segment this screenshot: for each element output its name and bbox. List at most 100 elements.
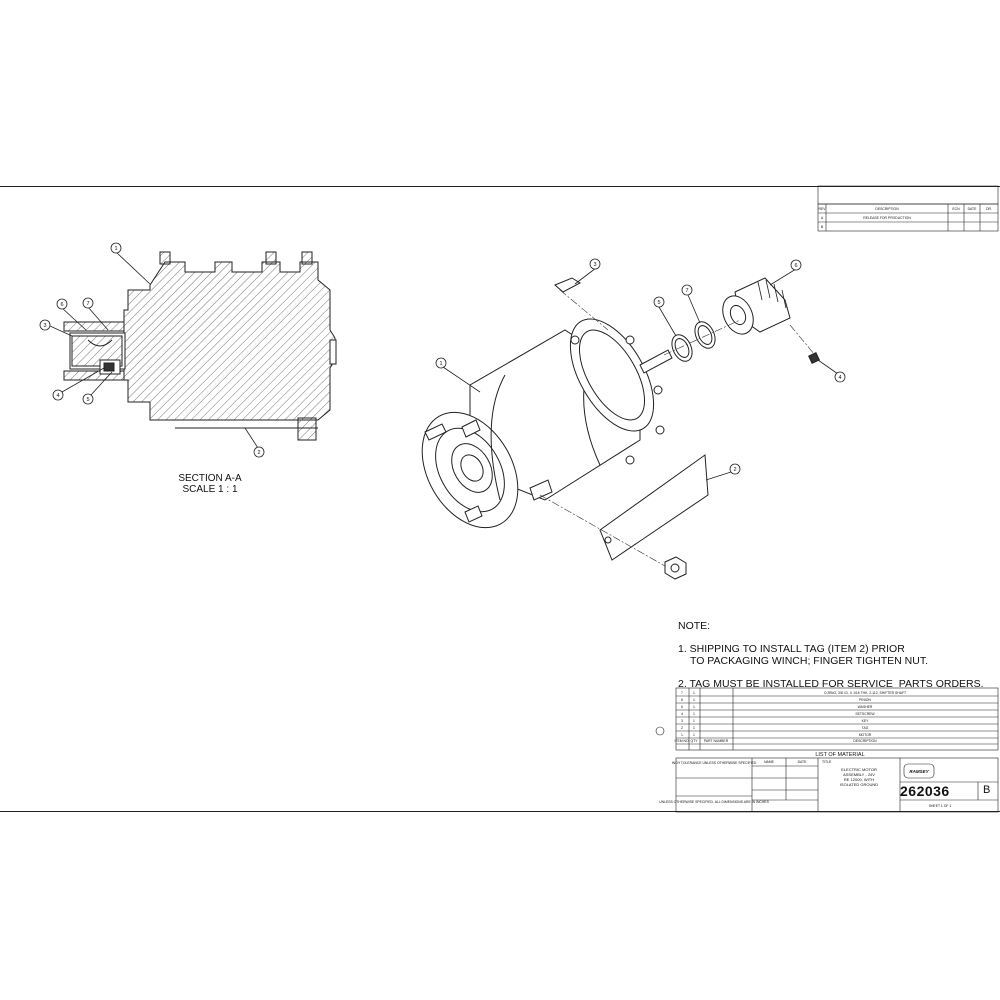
section-view [63,251,337,441]
tag-part [599,454,709,561]
balloon-sec-1 [110,242,122,254]
section-title: SECTION A-A [178,473,242,484]
bom-header-desc: DESCRIPTION [853,739,877,743]
drawing-sheet-frame [0,186,1000,812]
balloon-sec-7-label: 7 [86,301,89,307]
bom-table [675,687,999,751]
section-marker-icon [655,726,665,736]
section-caption: SECTION A-A SCALE 1 : 1 [160,473,260,495]
balloon-exp-3 [589,258,601,270]
stud-top-3 [301,251,313,265]
bom-row-7-item: 7 [681,691,683,695]
balloon-exp-7-label: 7 [685,288,688,294]
balloon-exp-5-label: 5 [657,300,660,306]
bom-row-3-item: 3 [681,719,683,723]
logo-text: RAMSEY [909,769,929,774]
balloon-exp-5 [653,296,665,308]
bom-row-4-desc: SETSCREW [855,712,875,716]
bom-header-part: PART NUMBER [704,739,729,743]
exploded-view [421,277,820,580]
rev-row-b-letter: B [821,225,824,229]
sheet-text: SHEET 1 OF 1 [929,804,952,808]
stud-top-1 [159,251,171,265]
balloon-sec-3 [39,319,51,331]
name-header: NAME [764,760,775,764]
title-line-2: ASSEMBLY - 24V [843,772,875,777]
dimensions-note: UNLESS OTHERWISE SPECIFIED, ALL DIMENSIO… [659,800,769,804]
bom-row-5-qty: 1 [693,705,695,709]
title-block [675,757,999,813]
bom-row-7-desc: O-RING, 3/8 I.D. X 1/16 THK, 2-112, SHIF… [824,691,906,695]
bom-row-7-qty: 1 [693,691,695,695]
bom-row-4-qty: 1 [693,712,695,716]
washer-part [694,321,716,349]
bom-row-5-item: 5 [681,705,683,709]
notes-heading: NOTE: [678,620,711,632]
section-scale: SCALE 1 : 1 [182,484,238,495]
exploded-balloon-labels: 1 3 5 7 6 4 2 [439,262,841,473]
rev-header-ecn: ECN [952,207,960,211]
part-number: 262036 [900,783,950,799]
center-lines [539,289,816,567]
key-part [554,277,582,293]
bom-row-1-desc: MOTOR [859,733,872,737]
bom-row-5-desc: WASHER [858,705,873,709]
revision-block-text: REV DESCRIPTION ECN DATE DR. A RELEASE F… [819,207,992,229]
notes-block: NOTE: 1. SHIPPING TO INSTALL TAG (ITEM 2… [678,620,998,690]
revision-letter: B [983,784,991,796]
balloon-sec-5-label: 5 [86,397,89,403]
balloon-sec-6 [56,298,68,310]
bom-row-2-qty: 1 [693,726,695,730]
bom-row-2-item: 2 [681,726,683,730]
bom-rows: 7 1 6 1 5 1 4 1 3 1 2 1 1 1 O-RING, 3/8 … [674,691,906,758]
rev-header-rev: REV [819,207,827,211]
title-header: TITLE [822,760,832,764]
section-balloons [39,242,265,458]
balloon-exp-2-label: 2 [733,467,736,473]
balloon-exp-1-label: 1 [439,361,442,367]
balloon-sec-2 [253,446,265,458]
bom-row-6-qty: 1 [693,698,695,702]
rev-header-dr: DR. [986,207,992,211]
balloon-exp-1 [435,357,447,369]
bom-row-6-item: 6 [681,698,683,702]
exploded-balloons [435,258,846,481]
balloon-sec-6-label: 6 [60,302,63,308]
bom-title: LIST OF MATERIAL [815,752,864,758]
bom-row-2-desc: TAG [862,726,869,730]
date-header: DATE [798,760,808,764]
note-1-line-2: TO PACKAGING WINCH; FINGER TIGHTEN NUT. [690,655,929,667]
balloon-exp-6-label: 6 [794,263,797,269]
bom-row-4-item: 4 [681,712,683,716]
balloon-sec-3-label: 3 [43,323,46,329]
rev-row-a-letter: A [821,216,824,220]
balloon-sec-5 [82,393,94,405]
motor-body-section [123,261,336,421]
note-2: 2. TAG MUST BE INSTALLED FOR SERVICE PAR… [678,677,984,690]
bom-header-qty: QTY [691,739,699,743]
rev-header-date: DATE [968,207,978,211]
balloon-sec-1-label: 1 [114,246,117,252]
balloon-exp-7 [681,284,693,296]
title-line-3: RE 12000, WITH [844,777,874,782]
balloon-sec-4 [52,389,64,401]
title-block-text: INCH TOLERANCE UNLESS OTHERWISE SPECIFIE… [659,760,951,808]
rev-header-desc: DESCRIPTION [875,207,899,211]
o-ring-part [671,334,693,362]
tolerance-heading: INCH TOLERANCE UNLESS OTHERWISE SPECIFIE… [672,761,757,765]
balloon-exp-6 [790,259,802,271]
rev-row-a-desc: RELEASE FOR PRODUCTION [863,216,911,220]
bom-row-1-qty: 1 [693,733,695,737]
balloon-exp-4 [834,371,846,383]
company-logo [903,763,935,779]
title-line-1: ELECTRIC MOTOR [841,767,877,772]
note-1-line-1: 1. SHIPPING TO INSTALL TAG (ITEM 2) PRIO… [678,642,905,655]
bom-row-3-desc: KEY [862,719,870,723]
setscrew-part [808,352,820,364]
bom-row-6-desc: PINION [859,698,871,702]
section-balloon-labels: 1 6 7 3 4 5 2 [43,246,260,456]
bom-row-1-item: 1 [681,733,683,737]
bom-row-3-qty: 1 [693,719,695,723]
balloon-exp-4-label: 4 [838,375,841,381]
